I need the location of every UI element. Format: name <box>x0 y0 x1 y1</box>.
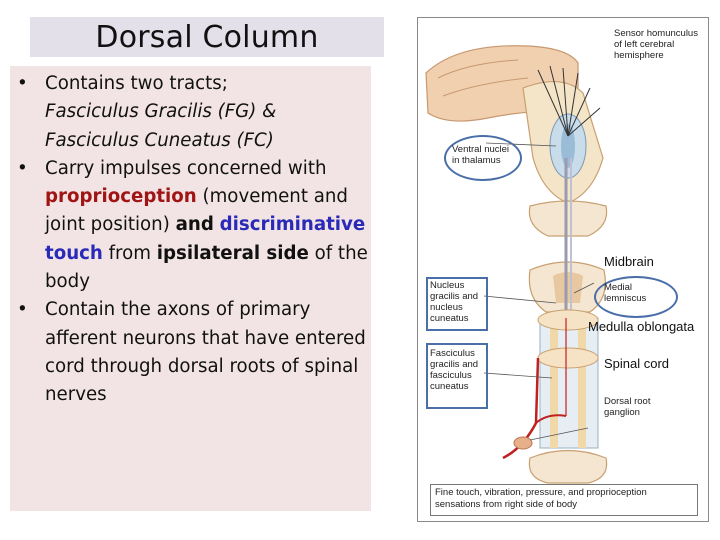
nucleus-highlight <box>426 277 488 331</box>
anatomy-illustration <box>425 45 608 484</box>
tract-names: Fasciculus Gracilis (FG) & Fasciculus Cu… <box>45 101 277 151</box>
thalamus-highlight <box>444 135 522 181</box>
nucleus-label: Nucleus gracilis and nucleus cuneatus <box>430 280 479 324</box>
midbrain-label: Midbrain <box>604 254 654 269</box>
homunculus-label: Sensor homunculus of left cerebral hemis… <box>614 28 698 61</box>
bullet-text: Contains two tracts; <box>45 73 228 94</box>
and-term: and <box>175 214 214 236</box>
bullet-text: (movement and joint position) <box>45 186 348 236</box>
dorsal-column-figure: Sensor homunculus of left cerebral hemis… <box>417 17 709 522</box>
bullet-item: Contain the axons of primary afferent ne… <box>10 296 371 409</box>
bullet-text: from <box>102 242 157 264</box>
figure-caption: Fine touch, vibration, pressure, and pro… <box>430 484 698 516</box>
bullet-item: Carry impulses concerned with propriocep… <box>10 155 371 296</box>
bullet-text: Carry impulses concerned with <box>45 157 327 179</box>
spinal-cord-label: Spinal cord <box>604 356 670 371</box>
title-bar <box>30 17 384 57</box>
ipsilateral-term: ipsilateral side <box>156 242 309 264</box>
bullet-list: Contains two tracts; Fasciculus Gracilis… <box>10 70 371 410</box>
slide-title: Dorsal Column <box>95 20 319 55</box>
medulla-label: Medulla oblongata <box>588 319 695 334</box>
proprioception-term: proprioception <box>45 186 197 208</box>
medial-lemniscus-label: Medial lemniscus <box>604 282 647 304</box>
thalamus-label: Ventral nuclei in thalamus <box>452 144 510 166</box>
fasciculus-label: Fasciculus gracilis and fasciculus cunea… <box>430 348 479 392</box>
fasciculus-highlight <box>426 343 488 409</box>
bullet-text: Contain the axons of primary afferent ne… <box>45 299 366 406</box>
discriminative-term: discriminative touch <box>45 214 366 264</box>
medial-lemniscus-highlight <box>594 276 678 318</box>
bullet-text: of the body <box>45 242 368 293</box>
dorsal-root-ganglion-label: Dorsal root ganglion <box>604 396 651 418</box>
bullet-item: Contains two tracts; Fasciculus Gracilis… <box>10 70 371 155</box>
